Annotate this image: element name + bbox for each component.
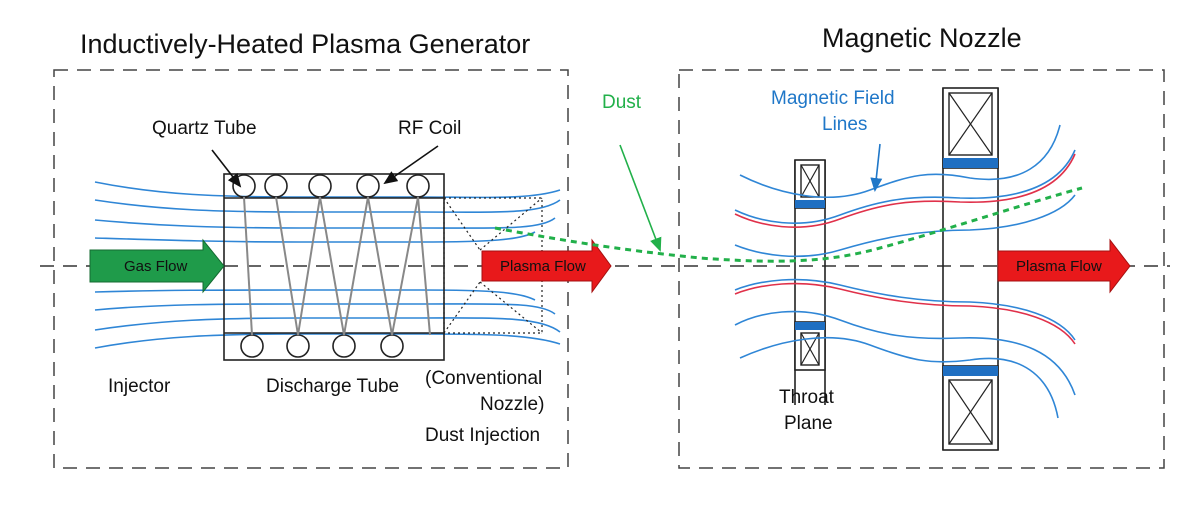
rf-coil-top [232,174,430,198]
dust-label: Dust [602,92,642,113]
dust-injection-label: Dust Injection [425,425,540,446]
conventional-nozzle-label-1: (Conventional [425,368,542,389]
dust-pointer [619,144,662,252]
gas-flow-label: Gas Flow [124,258,188,275]
conventional-nozzle-label-2: Nozzle) [480,394,544,415]
exit-magnet-top [942,87,999,169]
throat-plane-label-1: Throat [779,387,835,408]
throat-magnet-bottom [794,321,826,371]
rf-coil-label: RF Coil [398,118,461,139]
field-lines-pointer [870,143,883,192]
rf-coil-pointer [383,145,439,185]
gas-flow-arrow: Gas Flow [89,238,225,294]
dust-trajectory [494,186,1083,263]
quartz-tube-pointer [211,149,242,188]
throat-plane-label-2: Plane [784,413,833,434]
nozzle-title: Magnetic Nozzle [822,23,1022,53]
nozzle-boundary [678,69,1165,469]
field-lines-label-2: Lines [822,114,867,135]
throat-magnet-top [794,159,826,209]
plasma-flow-label-2: Plasma Flow [1016,258,1102,275]
rf-coil-bottom [240,334,404,358]
field-lines-label-1: Magnetic Field [771,88,895,109]
plasma-flow-arrow-2: Plasma Flow [997,238,1131,294]
discharge-tube [223,173,445,361]
plasma-flow-label-1: Plasma Flow [500,258,586,275]
nozzle-field-lines [734,124,1076,419]
quartz-tube-label: Quartz Tube [152,118,257,139]
exit-magnet-bottom [942,365,999,451]
discharge-tube-label: Discharge Tube [266,376,399,397]
generator-title: Inductively-Heated Plasma Generator [80,29,530,59]
injector-label: Injector [108,376,171,397]
plasma-flow-arrow-1: Plasma Flow [481,238,612,294]
coil-wires [243,196,431,336]
